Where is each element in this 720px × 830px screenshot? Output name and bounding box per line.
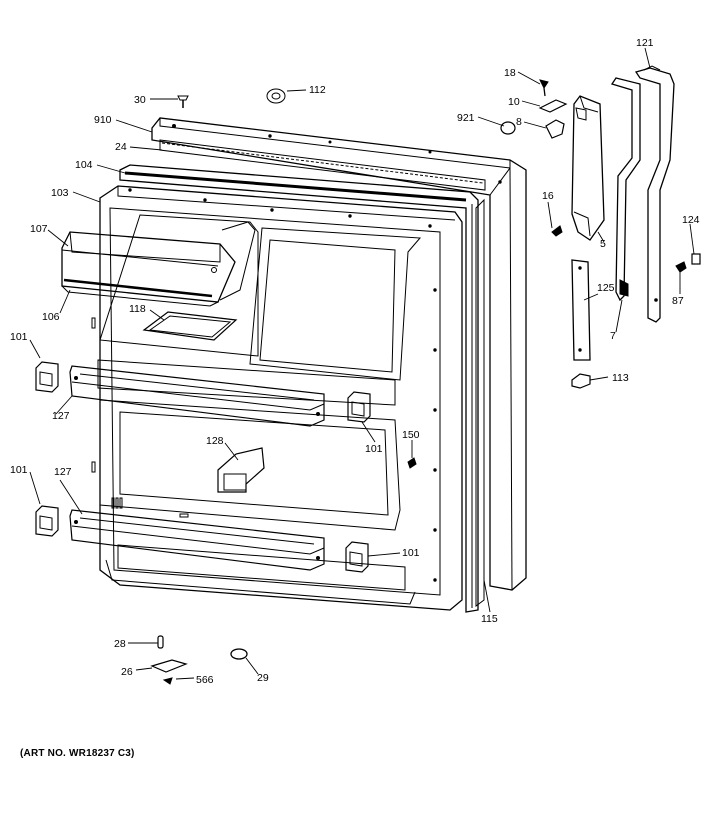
callout-113: 113 (612, 372, 629, 384)
shelf-support-bracket-3 (35, 505, 59, 537)
callout-101-upper-right: 101 (365, 443, 383, 455)
dairy-tray (142, 311, 238, 341)
shelf-bar-lower (69, 509, 325, 571)
art-number: (ART NO. WR18237 C3) (20, 748, 135, 759)
callout-127-lower: 127 (54, 466, 72, 478)
shim-10 (538, 99, 568, 113)
callout-labels: 30 112 910 24 104 103 107 106 118 101 12… (10, 37, 700, 686)
callout-10: 10 (508, 96, 520, 108)
callout-104: 104 (75, 159, 93, 171)
callout-18: 18 (504, 67, 516, 79)
callout-112: 112 (309, 84, 326, 96)
hinge-bracket-5 (571, 95, 605, 241)
callout-101-lower-left: 101 (10, 464, 28, 476)
callout-150: 150 (402, 429, 420, 441)
shelf-support-bracket-2 (347, 391, 371, 423)
callout-29: 29 (257, 672, 269, 684)
outer-door-panel (151, 117, 527, 591)
screw-87 (675, 261, 687, 273)
screw-30 (177, 95, 189, 108)
screw-16 (551, 225, 563, 237)
callout-101-lower-right: 101 (402, 547, 420, 559)
callout-103: 103 (51, 187, 69, 199)
callout-566: 566 (196, 674, 214, 686)
callout-26: 26 (121, 666, 133, 678)
door-gasket (159, 139, 486, 191)
callout-910: 910 (94, 114, 112, 126)
dairy-compartment (61, 221, 256, 307)
cap-8 (545, 119, 565, 139)
plug-921 (500, 121, 516, 135)
callout-7: 7 (610, 330, 616, 342)
door-liner (91, 164, 479, 613)
pin-28 (157, 635, 164, 649)
shelf-support-bracket-4 (345, 541, 369, 573)
door-seal-strip (475, 198, 485, 607)
handle-bar-121 (634, 65, 675, 323)
cap-124 (691, 253, 701, 265)
callout-87: 87 (672, 295, 684, 307)
handle-trim-125 (571, 259, 591, 361)
screw-566 (162, 677, 173, 685)
handle-bar-7 (610, 77, 641, 302)
callout-101-upper-left: 101 (10, 331, 28, 343)
callout-28: 28 (114, 638, 126, 650)
label-card (217, 447, 265, 493)
callout-118: 118 (129, 303, 146, 315)
endcap-113 (571, 373, 591, 389)
plug-112 (266, 88, 286, 104)
callout-128: 128 (206, 435, 224, 447)
screw-150 (407, 457, 417, 469)
callout-125: 125 (597, 282, 615, 294)
callout-30: 30 (134, 94, 146, 106)
plate-26 (150, 659, 188, 673)
callout-124: 124 (682, 214, 700, 226)
screw-18 (539, 79, 549, 97)
leader-lines (29, 47, 695, 680)
callout-8: 8 (516, 116, 522, 128)
cap-29 (230, 648, 248, 660)
callout-106: 106 (42, 311, 60, 323)
callout-115: 115 (481, 613, 498, 625)
callout-5: 5 (600, 238, 606, 250)
callout-921: 921 (457, 112, 475, 124)
callout-127-upper: 127 (52, 410, 70, 422)
callout-107: 107 (30, 223, 48, 235)
callout-16: 16 (542, 190, 554, 202)
shelf-support-bracket-1 (35, 361, 59, 393)
callout-24: 24 (115, 141, 127, 153)
callout-121: 121 (636, 37, 654, 49)
